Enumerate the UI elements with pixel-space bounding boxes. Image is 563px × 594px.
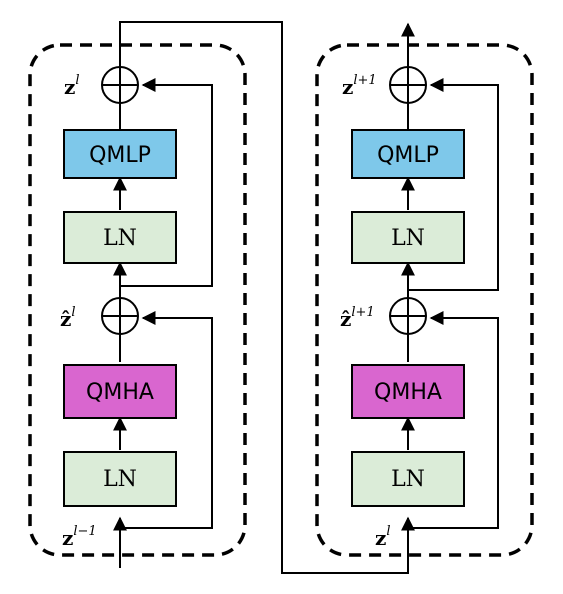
- block-1-ln-bottom-box: LN: [63, 451, 177, 507]
- block-2-qmlp-label: QMLP: [377, 143, 439, 168]
- block-2-add-mid: [389, 297, 427, 335]
- block-1-input-variable: zl−1: [62, 524, 97, 550]
- block-2-qmlp-box: QMLP: [351, 129, 465, 179]
- block-2-input-variable: zl: [375, 524, 391, 550]
- block-2-ln-top-label: LN: [391, 226, 425, 251]
- block-2-mid-variable: ẑl+1: [340, 305, 375, 331]
- block-2-dashed-border: [315, 43, 534, 557]
- block-2-qmha-label: QMHA: [374, 380, 442, 405]
- block-1-mid-variable: ẑl: [60, 305, 76, 331]
- block-1-ln-bottom-label: LN: [103, 467, 137, 492]
- block-2-add-top: [389, 66, 427, 104]
- block-1-ln-top-label: LN: [103, 226, 137, 251]
- block-1-add-mid: [101, 297, 139, 335]
- block-1-add-top: [101, 66, 139, 104]
- transformer-block-2: QMLP LN QMHA LN zl+1 ẑl+1 zl: [315, 22, 534, 557]
- block-2-ln-bottom-box: LN: [351, 451, 465, 507]
- block-2-ln-top-box: LN: [351, 211, 465, 264]
- transformer-block-1: QMLP LN QMHA LN zl ẑl zl−1: [28, 21, 415, 574]
- block-2-qmha-box: QMHA: [351, 364, 465, 419]
- block-2-output-variable: zl+1: [342, 73, 377, 99]
- block-1-output-variable: zl: [64, 73, 80, 99]
- block-1-qmlp-label: QMLP: [89, 143, 151, 168]
- block-1-ln-top-box: LN: [63, 211, 177, 264]
- block-1-qmlp-box: QMLP: [63, 129, 177, 179]
- block-1-dashed-border: [28, 43, 247, 557]
- block-2-ln-bottom-label: LN: [391, 467, 425, 492]
- block-1-qmha-box: QMHA: [63, 364, 177, 419]
- block-1-qmha-label: QMHA: [86, 380, 154, 405]
